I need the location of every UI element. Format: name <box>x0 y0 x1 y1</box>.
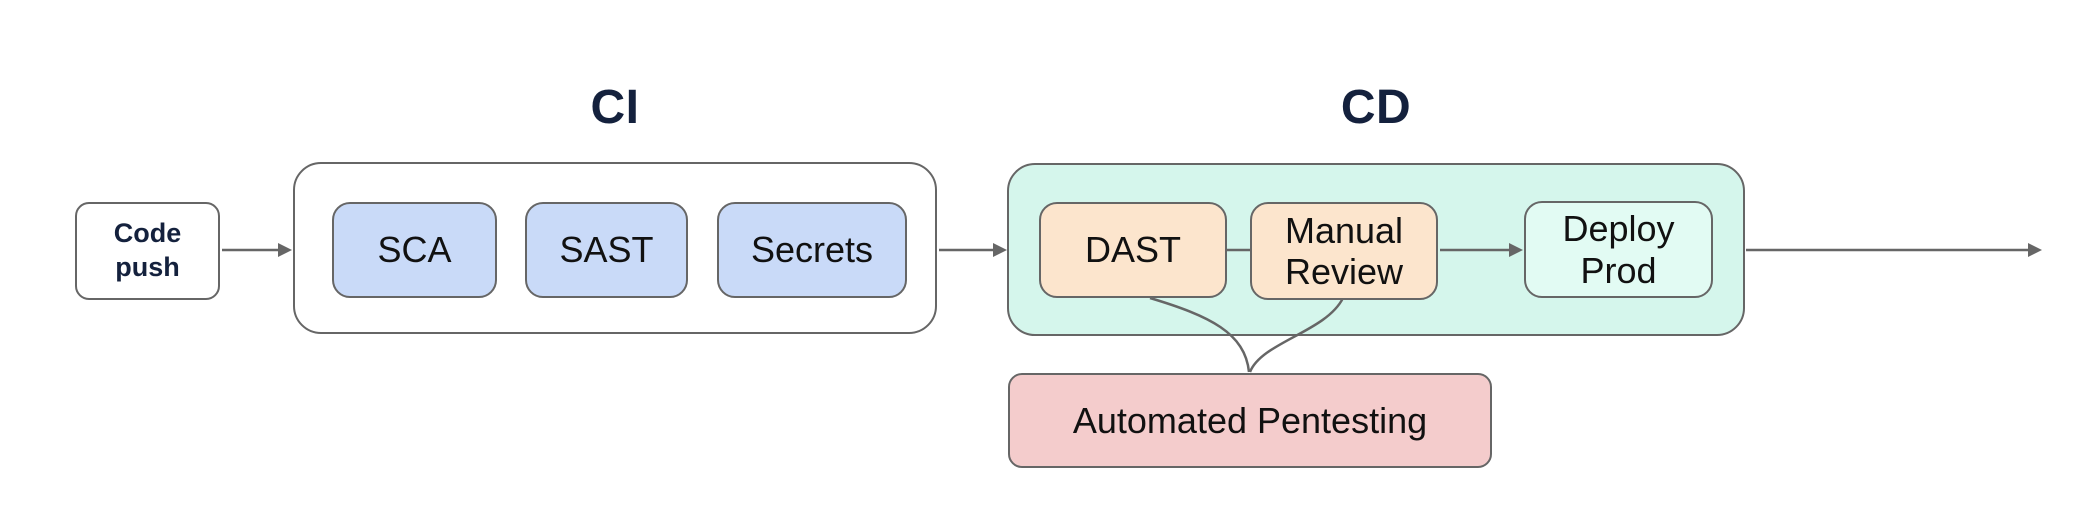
manual-review-label-line2: Review <box>1284 251 1404 292</box>
sca-node: SCA <box>332 202 497 298</box>
curve-manual-review-to-pentesting <box>1248 297 1345 373</box>
sca-label: SCA <box>377 229 452 271</box>
code-push-node: Code push <box>75 202 220 300</box>
cd-label: CD <box>1340 81 1412 134</box>
sast-label: SAST <box>559 229 654 271</box>
arrow-cd-exit <box>1746 243 2042 257</box>
automated-pentesting-node: Automated Pentesting <box>1008 373 1492 468</box>
arrow-code-push-to-ci <box>222 243 292 257</box>
arrowhead-icon <box>2028 243 2042 257</box>
code-push-label-line1: Code <box>113 218 182 249</box>
arrow-manual-review-to-deploy-prod <box>1440 243 1523 257</box>
deploy-prod-label-line2: Prod <box>1580 249 1657 291</box>
curve-dast-to-pentesting <box>1149 296 1251 373</box>
deploy-prod-node: Deploy Prod <box>1524 201 1713 298</box>
manual-review-label-line1: Manual <box>1284 209 1404 251</box>
arrowhead-icon <box>993 243 1007 257</box>
ci-label: CI <box>590 81 640 134</box>
dast-node: DAST <box>1039 202 1227 298</box>
arrowhead-icon <box>1509 243 1523 257</box>
sast-node: SAST <box>525 202 688 298</box>
manual-review-node: Manual Review <box>1250 202 1438 300</box>
automated-pentesting-label: Automated Pentesting <box>1072 399 1428 441</box>
arrowhead-icon <box>278 243 292 257</box>
arrow-ci-to-cd <box>939 243 1007 257</box>
secrets-label: Secrets <box>750 229 874 271</box>
deploy-prod-label-line1: Deploy <box>1562 208 1675 250</box>
code-push-label-line2: push <box>115 252 180 282</box>
dast-label: DAST <box>1084 229 1181 271</box>
secrets-node: Secrets <box>717 202 907 298</box>
